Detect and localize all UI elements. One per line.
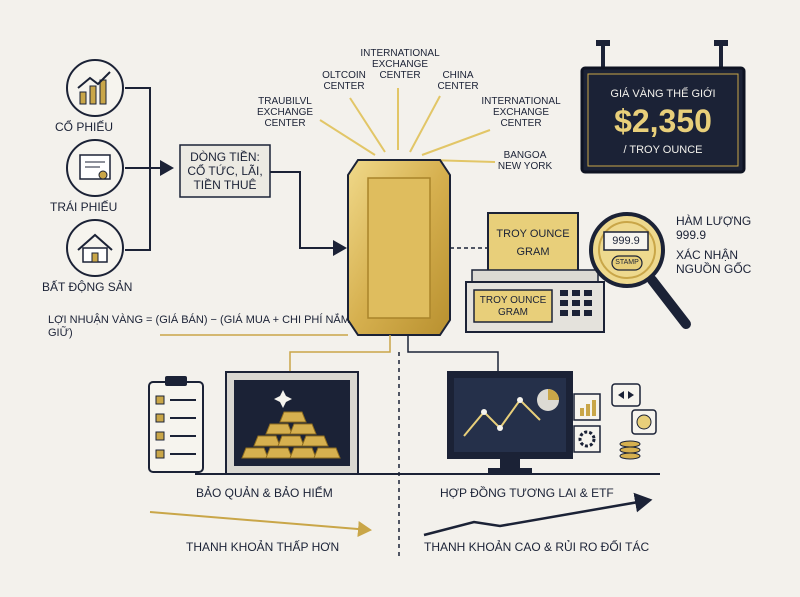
- cashflow-label: Dòng tiền: cổ tức, lãi, tiền thuê: [187, 150, 263, 192]
- profit-formula: Lợi nhuận vàng = (giá bán) − (giá mua + …: [48, 314, 350, 339]
- scale-display-line-2: gram: [498, 307, 528, 318]
- center-label-2: Oltcoin center: [322, 70, 366, 92]
- asset-connectors: [125, 87, 174, 251]
- scale-sign-line-2: Gram: [516, 246, 550, 258]
- price-board-unit: / Troy ounce: [623, 144, 703, 156]
- scale-icon: [465, 212, 605, 333]
- origin-label: Xác nhận nguồn gốc: [676, 248, 752, 276]
- trading-monitor-icon: [447, 371, 601, 473]
- center-label-5: International exchange center: [481, 96, 561, 129]
- scale-display-line-1: Troy ounce: [479, 295, 547, 306]
- purity-label: Hàm lượng 999.9: [676, 214, 752, 242]
- storage-label: Bảo quản & bảo hiểm: [196, 486, 333, 500]
- price-board-title: Giá vàng thế giới: [610, 88, 716, 100]
- vault-with-gold-bars-icon: [225, 371, 359, 475]
- price-board-value: $2,350: [614, 103, 712, 139]
- bonds-icon: [66, 139, 124, 197]
- magnifier-icon: [589, 212, 691, 329]
- cashflow-box: [179, 144, 271, 198]
- stamp-text: STAMP: [615, 259, 639, 266]
- price-board-sign: [580, 40, 746, 174]
- high-liquidity-label: Thanh khoản cao & rủi ro đối tác: [424, 540, 650, 554]
- real-estate-label: Bất động sản: [42, 280, 133, 294]
- center-label-1: Traubilvl exchange center: [256, 96, 314, 129]
- center-rays: [319, 88, 496, 163]
- center-label-4: China center: [437, 70, 479, 92]
- finance-mini-icons: [611, 383, 657, 460]
- purity-stamp-value: 999.9: [612, 235, 640, 247]
- stocks-icon: [66, 59, 124, 117]
- bonds-label: Trái phiếu: [50, 200, 118, 214]
- house-icon: [66, 219, 124, 277]
- low-liquidity-arrow: [149, 511, 372, 537]
- high-liquidity-arrow: [423, 492, 653, 537]
- clipboard-icon: [148, 376, 204, 473]
- gold-bar-icon: [347, 159, 451, 336]
- low-liquidity-label: Thanh khoản thấp hơn: [186, 540, 340, 554]
- center-label-6: Bangoa New York: [497, 150, 553, 172]
- scale-sign-line-1: Troy ounce: [496, 228, 570, 240]
- futures-label: Hợp đồng tương lai & ETF: [440, 486, 614, 500]
- stocks-label: Cổ phiếu: [55, 120, 114, 134]
- cashflow-arrow: [270, 171, 347, 256]
- center-label-3: International exchange center: [360, 48, 440, 81]
